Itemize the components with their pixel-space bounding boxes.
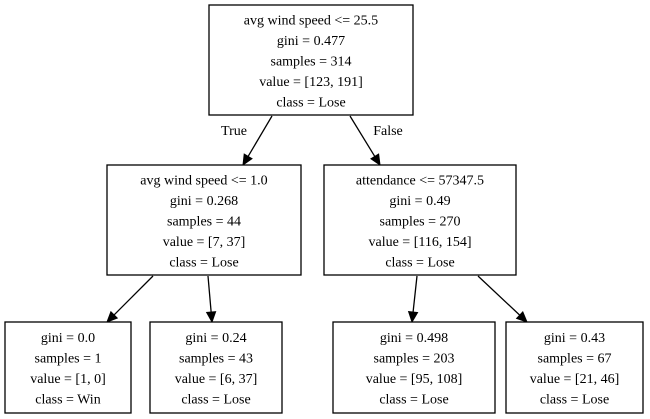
node-line: gini = 0.24 — [185, 331, 246, 346]
node-line: attendance <= 57347.5 — [356, 173, 484, 188]
node-line: class = Lose — [379, 393, 448, 408]
edge-left-to-left-left — [106, 275, 154, 323]
edge-line — [349, 115, 376, 157]
arrowhead-icon — [407, 310, 419, 324]
edge-right-to-right-right — [477, 275, 528, 323]
node-line: class = Lose — [385, 255, 454, 270]
arrowhead-icon — [242, 153, 253, 167]
node-line: gini = 0.0 — [41, 331, 95, 346]
node-line: gini = 0.43 — [544, 331, 605, 346]
edge-line — [412, 275, 418, 313]
tree-node-root: avg wind speed <= 25.5 gini = 0.477 sample… — [208, 4, 414, 116]
node-line: value = [123, 191] — [259, 75, 363, 90]
node-box — [208, 4, 414, 116]
node-line: samples = 67 — [538, 352, 612, 367]
tree-node-right: attendance <= 57347.5 gini = 0.49 samples … — [323, 164, 517, 276]
node-line: samples = 203 — [374, 352, 455, 367]
node-line: samples = 44 — [167, 214, 241, 229]
node-line: avg wind speed <= 25.5 — [244, 13, 378, 28]
node-line: value = [1, 0] — [30, 372, 106, 387]
node-line: class = Lose — [169, 255, 238, 270]
node-line: value = [21, 46] — [530, 372, 620, 387]
node-line: value = [116, 154] — [368, 235, 471, 250]
node-line: gini = 0.498 — [380, 331, 448, 346]
edges-layer: True False — [106, 115, 528, 324]
node-box — [149, 321, 283, 414]
node-box — [505, 321, 644, 414]
node-line: class = Lose — [540, 393, 609, 408]
node-line: class = Lose — [181, 393, 250, 408]
node-line: samples = 1 — [35, 352, 102, 367]
node-box — [4, 321, 132, 414]
arrowhead-icon — [106, 310, 119, 323]
edge-left-to-left-right — [205, 275, 217, 324]
node-line: gini = 0.477 — [277, 34, 345, 49]
edge-root-to-right: False — [349, 115, 403, 167]
tree-node-left-right: gini = 0.24 samples = 43 value = [6, 37] cl… — [149, 321, 283, 414]
nodes-layer: avg wind speed <= 25.5 gini = 0.477 sample… — [4, 4, 644, 414]
node-line: gini = 0.49 — [389, 194, 450, 209]
edge-label: True — [221, 124, 247, 139]
node-box — [332, 321, 496, 414]
node-line: samples = 270 — [380, 214, 461, 229]
node-line: value = [6, 37] — [175, 372, 258, 387]
edge-line — [477, 275, 521, 316]
tree-node-left: avg wind speed <= 1.0 gini = 0.268 samples… — [106, 164, 302, 276]
edge-right-to-right-left — [407, 275, 419, 324]
node-line: samples = 43 — [179, 352, 253, 367]
node-line: avg wind speed <= 1.0 — [140, 173, 267, 188]
edge-line — [113, 275, 154, 316]
node-line: class = Win — [35, 393, 100, 408]
node-line: samples = 314 — [271, 54, 352, 69]
node-line: value = [95, 108] — [366, 372, 463, 387]
edge-line — [247, 115, 273, 157]
arrowhead-icon — [205, 311, 217, 324]
node-box — [323, 164, 517, 276]
tree-node-left-left: gini = 0.0 samples = 1 value = [1, 0] class… — [4, 321, 132, 414]
arrowhead-icon — [370, 153, 381, 167]
tree-node-right-left: gini = 0.498 samples = 203 value = [95, 10… — [332, 321, 496, 414]
edge-root-to-left: True — [221, 115, 273, 167]
tree-node-right-right: gini = 0.43 samples = 67 value = [21, 46] c… — [505, 321, 644, 414]
node-box — [106, 164, 302, 276]
edge-line — [207, 275, 212, 313]
arrowhead-icon — [515, 310, 528, 323]
node-line: class = Lose — [276, 95, 345, 110]
node-line: gini = 0.268 — [170, 194, 238, 209]
edge-label: False — [373, 124, 403, 139]
node-line: value = [7, 37] — [163, 235, 246, 250]
